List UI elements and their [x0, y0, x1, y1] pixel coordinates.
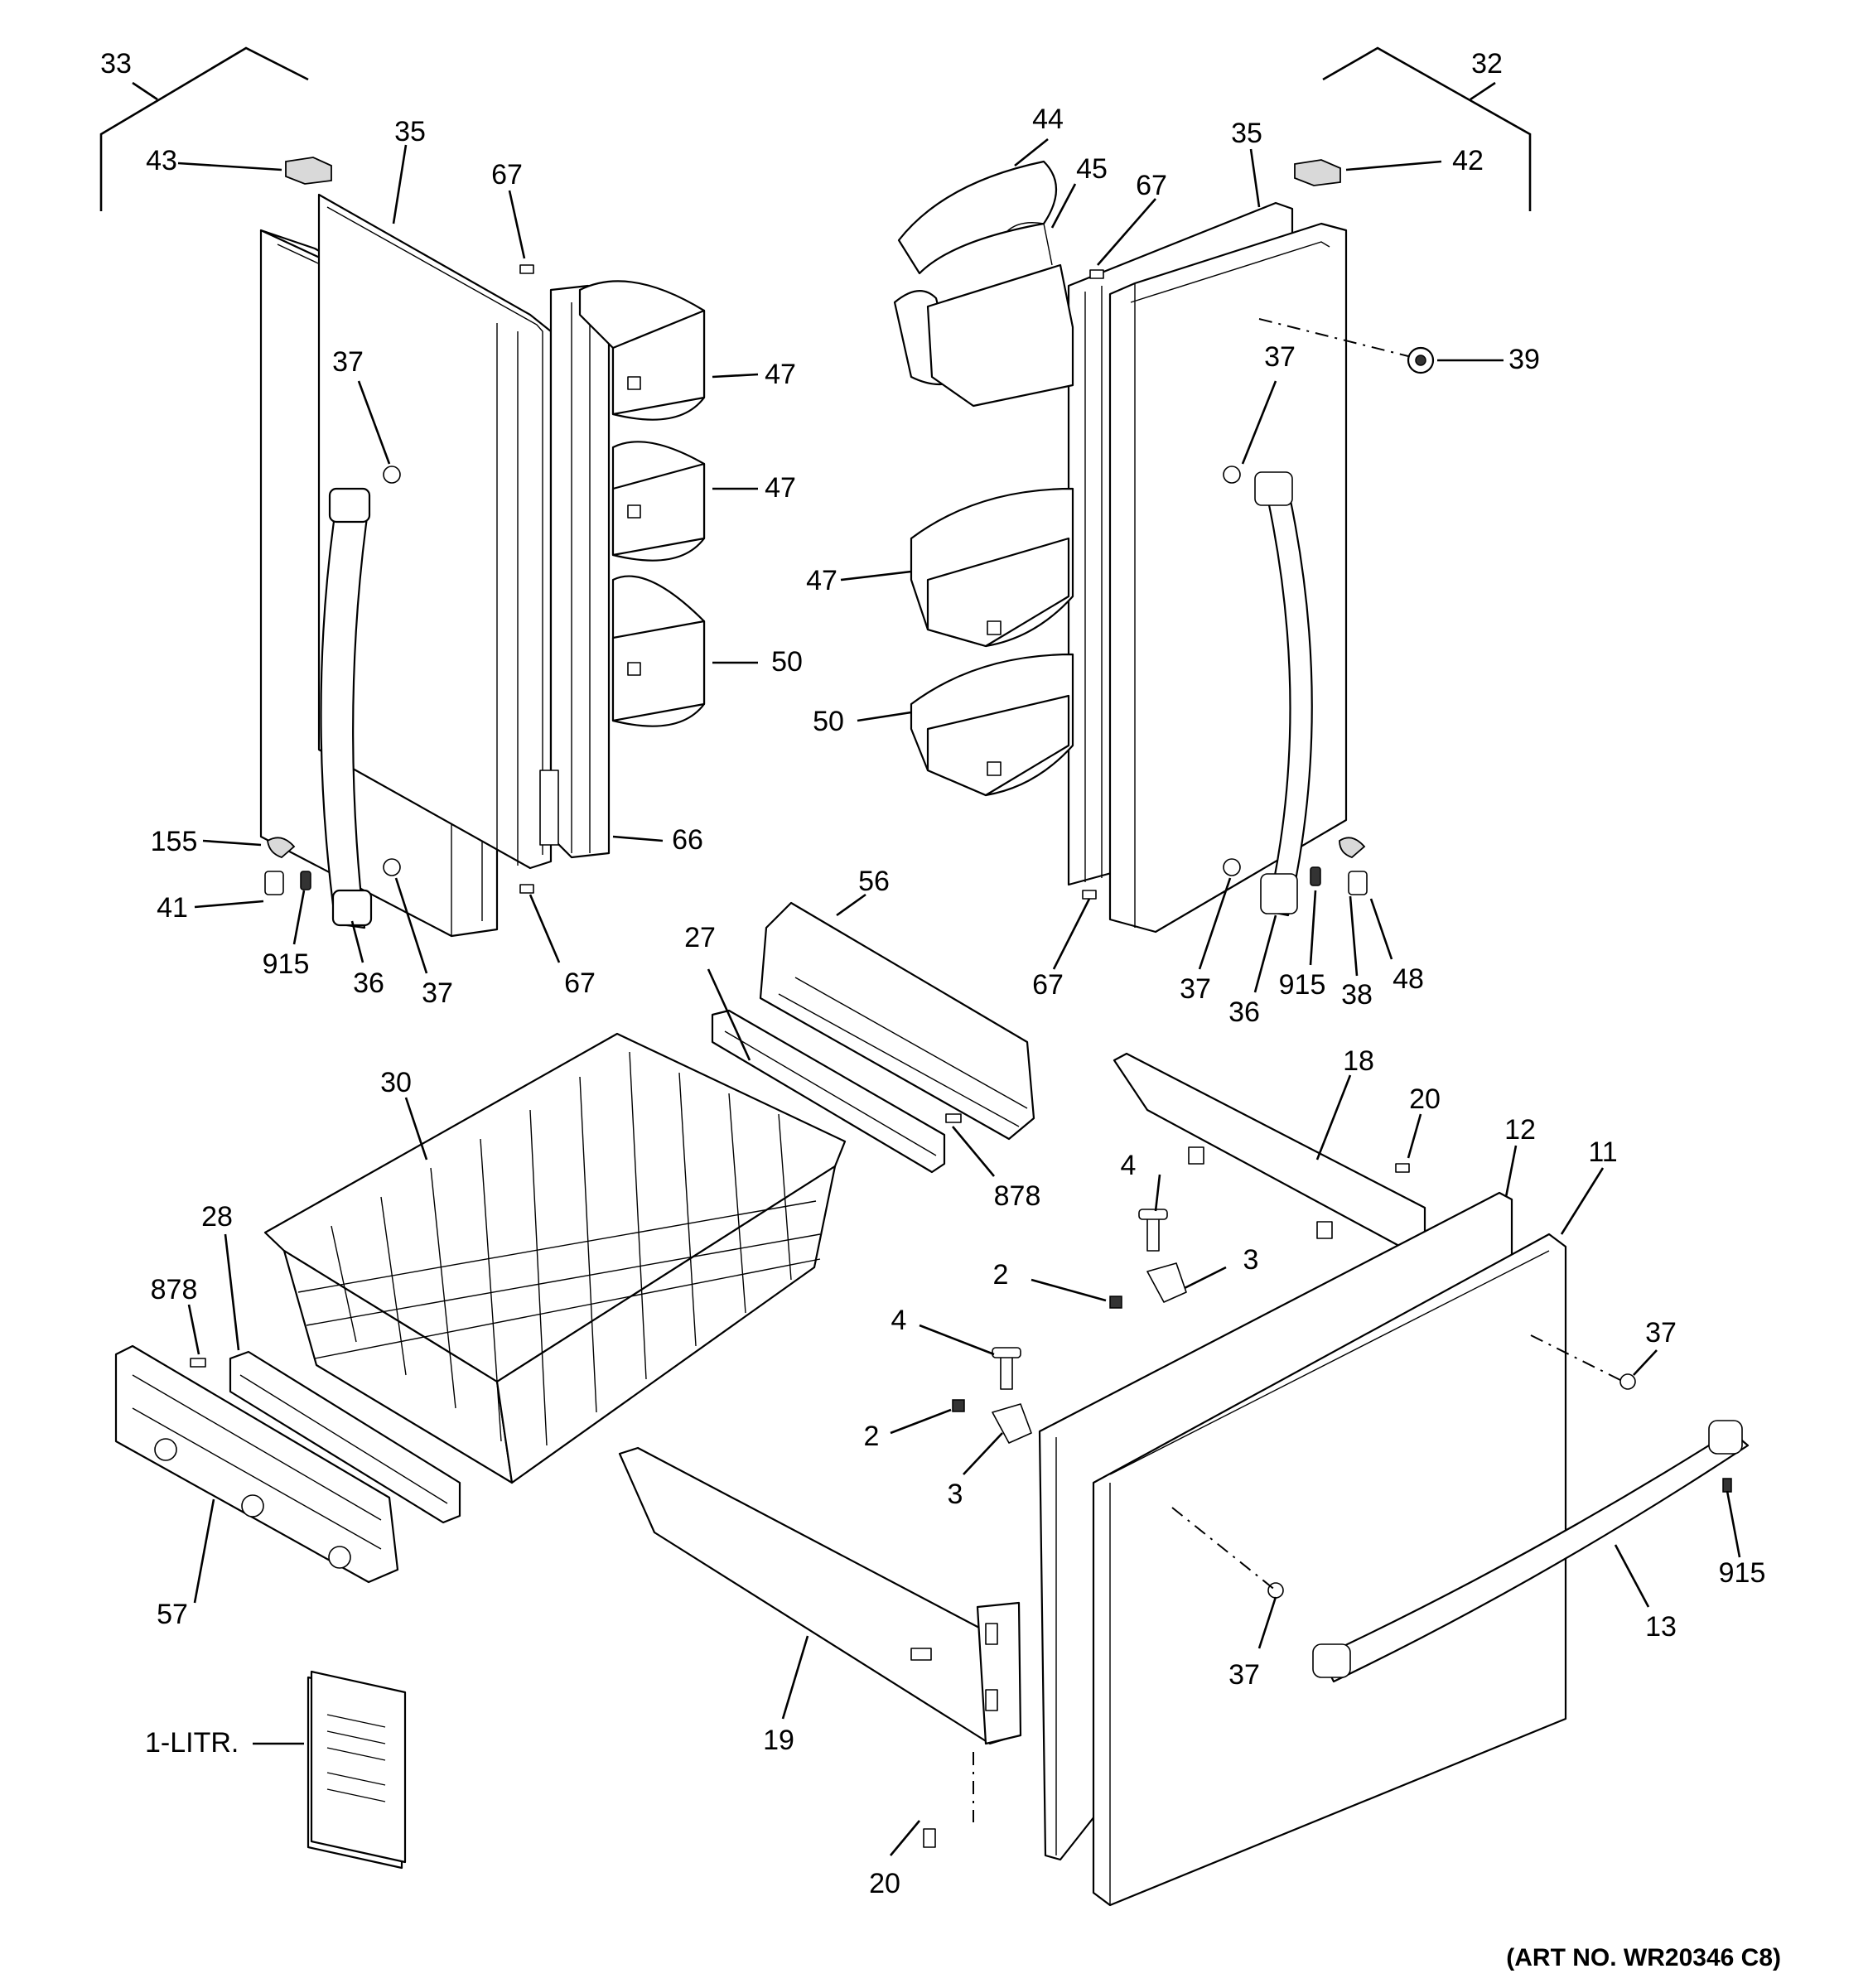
callout-33: 33: [100, 48, 132, 80]
callout-36-right: 36: [1228, 996, 1260, 1028]
callout-56: 56: [858, 866, 890, 897]
callout-11: 11: [1588, 1136, 1617, 1168]
callout-2-bottom: 2: [864, 1421, 880, 1452]
callout-4-top: 4: [1121, 1150, 1137, 1181]
callout-20-top: 20: [1409, 1083, 1441, 1115]
callout-18: 18: [1343, 1045, 1374, 1077]
callout-35-left: 35: [394, 116, 426, 147]
callout-41: 41: [157, 892, 188, 924]
callout-915-freezer: 915: [1719, 1557, 1766, 1589]
callout-39: 39: [1508, 344, 1540, 375]
left-door-handle: [320, 487, 373, 929]
left-door-bins: [578, 280, 706, 727]
callout-915-left: 915: [263, 948, 310, 980]
drawer-slide-28: [229, 1350, 461, 1524]
callout-47-left-a: 47: [765, 359, 796, 390]
callout-57: 57: [157, 1599, 188, 1630]
callout-38: 38: [1341, 979, 1373, 1011]
callout-67-bottom-right: 67: [1032, 969, 1064, 1001]
drawer-slide-27: [711, 1009, 962, 1174]
callout-20-bottom: 20: [869, 1868, 900, 1899]
callout-3-top: 3: [1243, 1244, 1259, 1276]
wire-freezer-basket-30: [263, 1032, 847, 1484]
ice-bin-assembly: [893, 160, 1074, 408]
drawer-rail-cover-56: [759, 901, 1035, 1141]
right-door-bins: [910, 487, 1074, 797]
callout-47-left-b: 47: [765, 472, 796, 504]
freezer-door-11: [1092, 1233, 1567, 1907]
small-fasteners: [923, 1163, 1410, 1848]
callout-4-bottom: 4: [891, 1305, 907, 1336]
callout-2-top: 2: [993, 1259, 1009, 1291]
callout-37-freezer-lower: 37: [1228, 1659, 1260, 1691]
hinge-parts-top: [285, 157, 1435, 374]
bracket-right-door-assembly: [1322, 46, 1532, 211]
door-screws: [264, 466, 1368, 900]
rail-cover-57: [114, 1344, 399, 1584]
callout-45: 45: [1076, 153, 1108, 185]
callout-35-right: 35: [1231, 118, 1262, 149]
callout-37-right-upper: 37: [1264, 341, 1296, 373]
callout-47-right: 47: [806, 565, 837, 596]
callout-43: 43: [146, 145, 177, 176]
callout-labels: 33 32 43 35 67 44 45 67 35 42 37 47 47 5…: [100, 48, 1781, 1971]
callout-155: 155: [151, 826, 198, 857]
left-door-gasket: [317, 193, 553, 870]
callout-50-left: 50: [771, 646, 803, 678]
callout-13: 13: [1645, 1611, 1677, 1643]
callout-37-left-lower: 37: [422, 977, 453, 1009]
basket-wire-mesh: [297, 1051, 821, 1446]
callout-915-right: 915: [1279, 969, 1326, 1001]
callout-878-left: 878: [151, 1274, 198, 1305]
callout-3-bottom: 3: [948, 1479, 963, 1510]
right-fresh-food-door: [1108, 222, 1348, 934]
right-door-handle: [1254, 471, 1313, 917]
callout-36-left: 36: [353, 967, 384, 999]
left-dairy-door-mullion: [539, 284, 611, 859]
callout-37-freezer-upper: 37: [1645, 1317, 1677, 1349]
drawer-bracket-19: [618, 1446, 1022, 1745]
literature-sheet: [307, 1670, 407, 1870]
callout-19: 19: [763, 1725, 794, 1756]
callout-28: 28: [201, 1201, 233, 1233]
callout-37-left-upper: 37: [332, 346, 364, 378]
bracket-left-door-assembly: [99, 46, 309, 211]
callout-67-bottom-left: 67: [564, 967, 596, 999]
callout-66: 66: [672, 824, 703, 856]
callout-48: 48: [1393, 963, 1424, 995]
callout-67-top-left: 67: [491, 159, 523, 191]
callout-37-right-lower: 37: [1180, 973, 1211, 1005]
callout-67-top-right: 67: [1136, 170, 1167, 201]
callout-30: 30: [380, 1067, 412, 1098]
callout-50-right: 50: [813, 706, 844, 737]
callout-42: 42: [1452, 145, 1484, 176]
callout-878-top: 878: [994, 1180, 1041, 1212]
callout-32: 32: [1471, 48, 1503, 80]
drawer-bracket-18: [1113, 1052, 1426, 1252]
callout-12: 12: [1504, 1114, 1536, 1146]
callout-44: 44: [1032, 104, 1064, 135]
art-number: (ART NO. WR20346 C8): [1506, 1944, 1781, 1971]
callout-1-litr: 1-LITR.: [145, 1727, 239, 1759]
leader-lines: [177, 138, 1741, 1856]
callout-27: 27: [684, 922, 716, 953]
